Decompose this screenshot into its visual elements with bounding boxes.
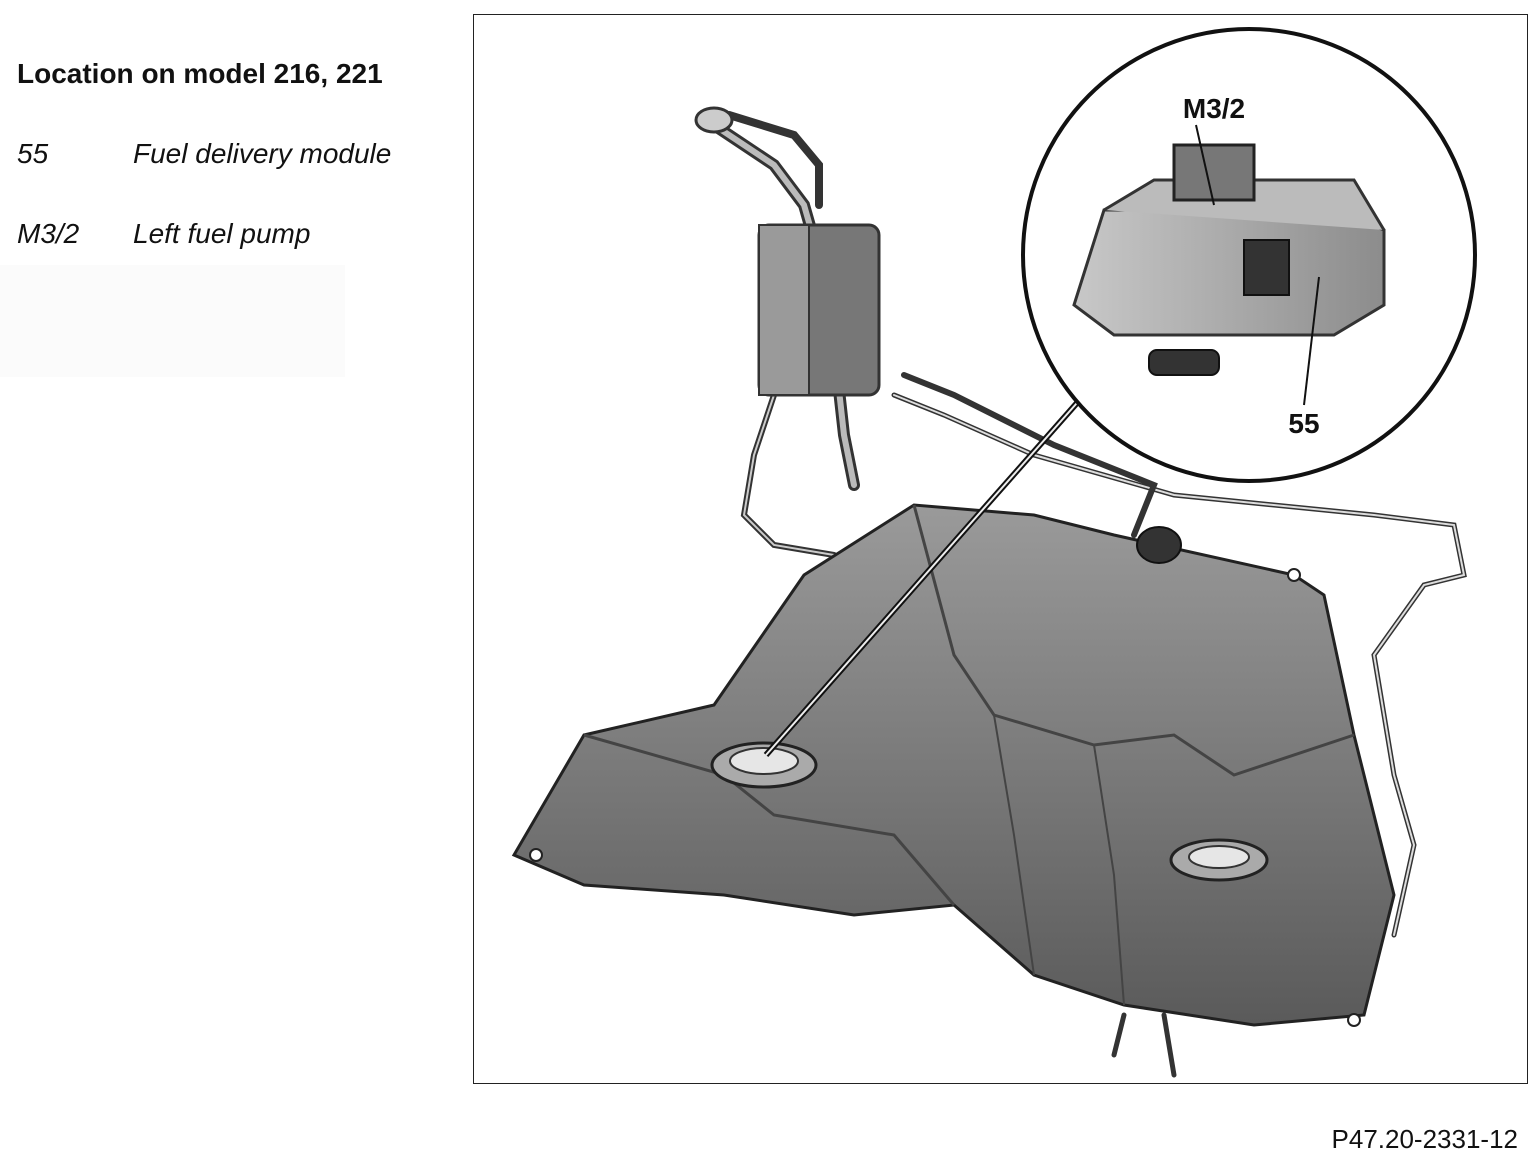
page-title: Location on model 216, 221 [17, 58, 383, 89]
detail-magnifier: M3/2 55 [1021, 27, 1477, 483]
module-bracket [757, 223, 881, 397]
background-shade [0, 265, 345, 377]
callout-55: 55 [1288, 408, 1319, 439]
filler-cap [694, 106, 734, 134]
callout-m3-2: M3/2 [1183, 93, 1245, 124]
fuel-tank-illustration: M3/2 55 [511, 27, 1477, 1078]
figure-reference: P47.20-2331-12 [1331, 1124, 1518, 1154]
legend-code: M3/2 [17, 218, 80, 249]
legend-code: 55 [17, 138, 49, 169]
detail-leader-line [763, 393, 1087, 757]
illustration-frame: M3/2 55 [473, 14, 1528, 1084]
legend-description: Fuel delivery module [133, 138, 392, 169]
legend-description: Left fuel pump [133, 218, 311, 249]
fuel-tank [511, 503, 1396, 1027]
